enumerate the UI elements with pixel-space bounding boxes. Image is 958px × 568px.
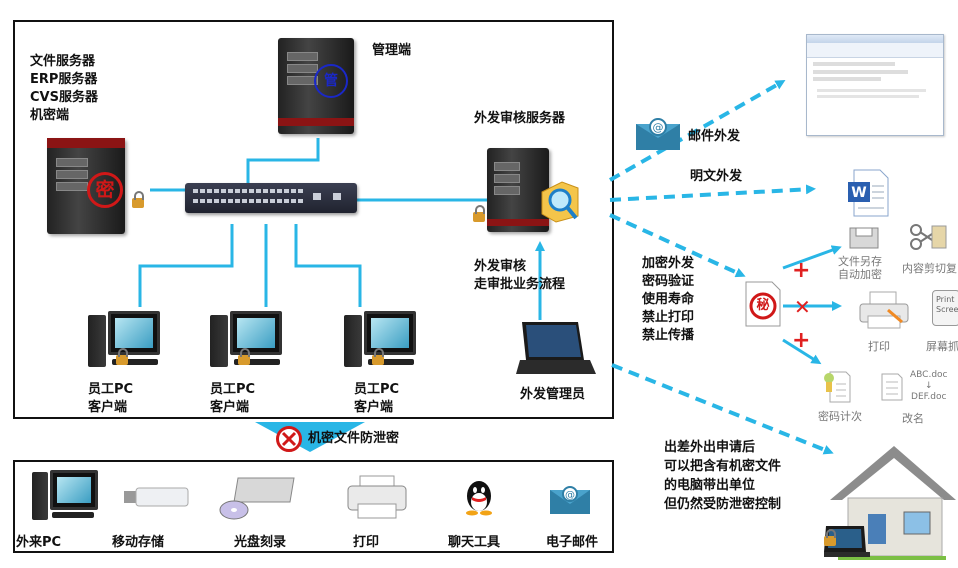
rename-files-text: ABC.doc↓DEF.doc: [910, 370, 948, 402]
save-as-label: 文件另存自动加密: [838, 255, 882, 281]
secret-server: 密: [47, 138, 125, 234]
plain-out-label: 明文外发: [690, 169, 743, 184]
scissors-clipboard-icon: [908, 218, 948, 254]
plus-icon: +: [792, 258, 811, 283]
review-server: [487, 148, 549, 232]
bottom-item-label: 打印: [353, 535, 380, 550]
rename-doc-icon: [880, 372, 904, 402]
bottom-item-label: 电子邮件: [546, 535, 599, 550]
svg-text:W: W: [851, 185, 866, 201]
email-out-icon: @: [634, 114, 682, 152]
lock-icon: [116, 348, 128, 365]
plus-icon: +: [792, 328, 811, 353]
admin-laptop: [516, 320, 596, 378]
email-out-label: 邮件外发: [688, 129, 741, 144]
lock-icon: [372, 348, 384, 365]
bottom-item-label: 外来PC: [16, 535, 62, 550]
word-document-icon: W: [846, 168, 890, 218]
external-admin-label: 外发管理员: [520, 387, 586, 402]
admin-server: 管: [278, 38, 354, 134]
print-feature-label: 打印: [868, 340, 890, 353]
save-as-icon: [848, 226, 880, 250]
admin-stamp-icon: 管: [314, 64, 348, 98]
bottom-item-label: 移动存储: [112, 535, 165, 550]
svg-text:@: @: [653, 121, 664, 134]
arrow-plain-out: [609, 184, 816, 202]
qq-chat-icon: [462, 478, 496, 516]
lock-icon: [473, 205, 485, 222]
lock-icon: [132, 191, 144, 208]
mid-label: 机密文件防泄密: [308, 431, 400, 446]
password-count-label: 密码计次: [818, 410, 862, 423]
rename-label: 改名: [902, 412, 924, 425]
clipboard-label: 内容剪切复: [902, 262, 957, 275]
printer-icon: [346, 474, 408, 520]
screenshot-label: 屏幕抓: [926, 340, 958, 353]
review-magnifier-icon: [538, 178, 582, 224]
secret-file-icon: 秘: [744, 280, 782, 328]
network-switch: [185, 183, 357, 213]
arrow-email-out: [609, 80, 786, 182]
cross-icon: ✕: [794, 295, 811, 319]
mail-envelope-icon: @: [548, 482, 592, 516]
line-switch-admin: [246, 138, 320, 183]
optical-drive-icon: [218, 472, 298, 522]
arrow-encrypted-out: [609, 213, 746, 278]
bottom-item-label: 光盘刻录: [234, 535, 287, 550]
lock-icon: [824, 529, 836, 546]
review-flow-label: 外发审核 走审批业务流程: [474, 259, 566, 292]
admin-label: 管理端: [372, 43, 412, 58]
servers-label: 文件服务器 ERP服务器 CVS服务器 机密端: [30, 54, 98, 123]
encrypted-out-label: 加密外发 密码验证 使用寿命 禁止打印 禁止传播: [642, 256, 695, 343]
external-devices-box: [13, 460, 614, 553]
lock-icon: [238, 348, 250, 365]
secret-stamp-icon: 密: [87, 172, 123, 208]
no-entry-icon: [276, 426, 302, 452]
line-switch-pc1: [138, 224, 234, 307]
password-count-icon: [822, 370, 852, 404]
print-icon: [858, 290, 910, 330]
bottom-item-label: 聊天工具: [448, 535, 501, 550]
review-server-label: 外发审核服务器: [474, 111, 566, 126]
usb-storage-icon: [124, 486, 190, 508]
employee-pc-2: [210, 307, 290, 369]
house-with-laptop-icon: [822, 440, 958, 562]
svg-text:@: @: [565, 490, 575, 501]
arrow-business-trip: [611, 363, 834, 455]
employee-pc-3: [344, 307, 424, 369]
email-window-thumbnail: [806, 34, 944, 136]
external-pc-icon: [32, 468, 102, 522]
line-switch-pc3: [294, 224, 362, 307]
employee-pc-1: [88, 307, 168, 369]
business-trip-label: 出差外出申请后 可以把含有机密文件 的电脑带出单位 但仍然受防泄密控制: [664, 440, 782, 512]
